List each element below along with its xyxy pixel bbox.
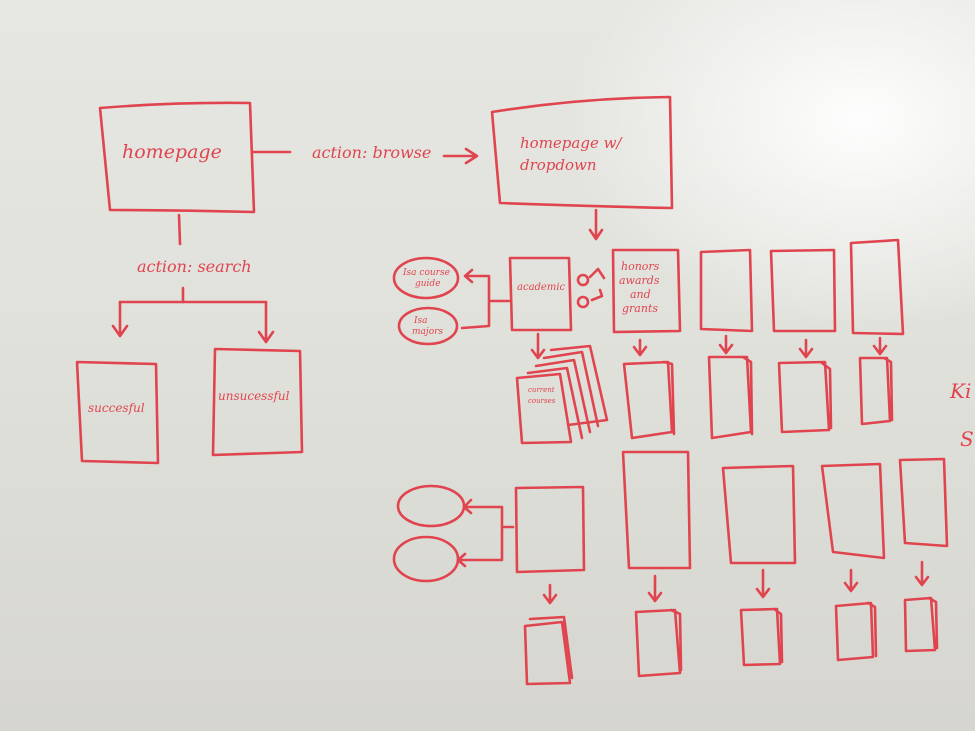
blank-3-down-arrow — [872, 336, 888, 356]
current-courses-label-line1: current — [528, 386, 555, 394]
blank-1-doc-stack — [707, 355, 754, 440]
blank-box-2 — [769, 248, 837, 333]
honors-label-line4: grants — [622, 302, 658, 315]
isa-majors-oval — [397, 306, 459, 346]
academics-box — [508, 256, 573, 332]
browse-arrow — [442, 147, 479, 165]
search-arrow-left — [111, 300, 129, 338]
homepage-dropdown-label-line1: homepage w/ — [520, 134, 623, 152]
isa-course-guide-label-line1: Isa course — [402, 268, 450, 278]
edge-text-2: S — [960, 427, 974, 451]
honors-label-line3: and — [630, 288, 651, 301]
current-courses-stack — [515, 344, 609, 445]
current-courses-label-line2: courses — [528, 397, 556, 405]
row2-box-4 — [820, 462, 886, 560]
edge-text-1: Ki — [949, 379, 971, 403]
row2-oval-1 — [396, 484, 466, 528]
academics-small-circle-1 — [576, 273, 590, 287]
honors-doc-stack — [622, 360, 676, 440]
unsuccessful-box — [211, 347, 304, 457]
academics-small-circle-2 — [576, 295, 590, 309]
row2-arrow-1 — [542, 583, 558, 605]
homepage-down-connector — [177, 213, 182, 246]
honors-down-arrow — [632, 338, 648, 357]
search-arrow-right — [257, 300, 275, 344]
academics-small-circle-marks — [588, 267, 606, 302]
action-search-label: action: search — [137, 257, 252, 276]
row2-box-3 — [721, 464, 797, 565]
homepage-label: homepage — [122, 141, 222, 163]
row2-arrow-2 — [647, 574, 663, 603]
homepage-dropdown-box — [490, 95, 674, 210]
row2-oval-connector — [456, 498, 515, 568]
row2-doc-stack-1 — [523, 615, 574, 686]
action-browse-label: action: browse — [312, 143, 431, 162]
isa-course-guide-oval — [392, 256, 460, 300]
isa-majors-label-line2: majors — [412, 327, 443, 337]
successful-box — [75, 360, 160, 465]
isa-majors-label-line1: Isa — [413, 316, 428, 326]
homepage-box — [98, 101, 256, 214]
dropdown-down-arrow — [588, 208, 604, 241]
row2-doc-stack-2 — [634, 608, 683, 678]
successful-label: succesful — [88, 401, 145, 415]
honors-label-line2: awards — [619, 274, 660, 287]
row2-doc-stack-4 — [834, 601, 878, 662]
honors-label-line1: honors — [621, 260, 660, 273]
blank-3-doc-stack — [858, 356, 894, 426]
row2-arrow-5 — [914, 560, 930, 587]
academics-down-arrow — [530, 332, 546, 360]
blank-1-down-arrow — [718, 334, 734, 355]
homepage-dropdown-label-line2: dropdown — [520, 156, 597, 174]
row2-arrow-4 — [843, 568, 859, 593]
row2-box-1 — [514, 485, 586, 574]
academics-oval-connector — [460, 268, 511, 330]
row2-oval-2 — [392, 535, 460, 583]
row2-box-5 — [898, 457, 949, 548]
row2-doc-stack-3 — [739, 607, 784, 667]
blank-2-down-arrow — [798, 338, 814, 359]
row2-arrow-3 — [755, 568, 771, 599]
unsuccessful-label: unsucessful — [218, 389, 290, 403]
isa-course-guide-label-line2: guide — [415, 279, 441, 289]
academics-label: academic — [517, 282, 566, 293]
row2-doc-stack-5 — [903, 596, 939, 653]
blank-box-1 — [699, 248, 754, 333]
blank-2-doc-stack — [777, 360, 833, 434]
blank-box-3 — [849, 238, 905, 336]
row2-box-2 — [621, 450, 692, 570]
honors-box — [611, 248, 682, 334]
